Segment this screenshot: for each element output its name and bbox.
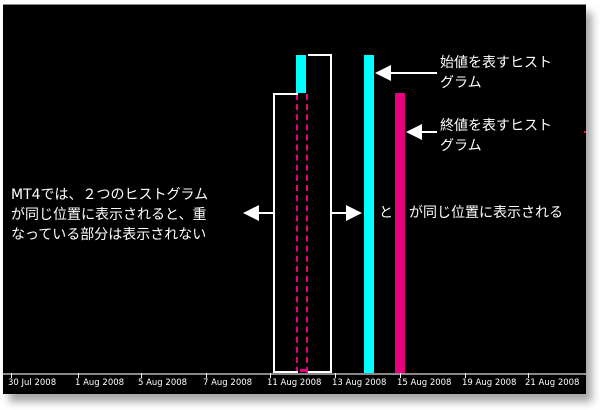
overlap-cyan-bar — [296, 55, 306, 93]
left-note: MT4では、２つのヒストグラム が同じ位置に表示されると、重 なっている部分は表… — [11, 185, 208, 245]
close-histogram-bar — [395, 93, 405, 373]
marker-dot — [584, 131, 586, 133]
axis-tick — [335, 373, 336, 378]
close-label-line2: グラム — [440, 138, 482, 154]
overlap-magenta-base — [300, 369, 306, 372]
close-label-line1: 終値を表すヒスト — [440, 118, 552, 134]
axis-tick — [78, 373, 79, 378]
left-note-line1: MT4では、２つのヒストグラム — [11, 187, 209, 203]
close-label: 終値を表すヒスト グラム — [440, 116, 552, 156]
axis-tick-label: 21 Aug 2008 — [525, 378, 580, 388]
axis-tick — [465, 373, 466, 378]
axis-tick — [400, 373, 401, 378]
middle-to-text: と — [379, 205, 393, 221]
axis-tick-label: 15 Aug 2008 — [397, 378, 452, 388]
hidden-magenta-right-edge — [306, 94, 308, 373]
axis-tick-label: 1 Aug 2008 — [75, 378, 125, 388]
middle-rest-text: が同じ位置に表示される — [409, 205, 563, 221]
arrow-left-icon — [243, 205, 259, 221]
open-histogram-bar — [364, 55, 374, 373]
axis-tick — [11, 373, 12, 378]
arrow-right-icon — [346, 205, 362, 221]
arrow-line — [389, 72, 437, 74]
axis-tick-label: 7 Aug 2008 — [203, 378, 253, 388]
chart-frame: 始値を表すヒスト グラム 終値を表すヒスト グラム MT4では、２つのヒストグラ… — [3, 4, 586, 394]
left-bracket — [273, 93, 298, 373]
axis-tick-label: 30 Jul 2008 — [8, 378, 57, 388]
left-note-line2: が同じ位置に表示されると、重 — [11, 207, 207, 223]
axis-tick — [528, 373, 529, 378]
right-bracket — [308, 54, 332, 373]
axis-tick-label: 5 Aug 2008 — [138, 378, 188, 388]
axis-tick-label: 19 Aug 2008 — [462, 378, 517, 388]
plot-area: 始値を表すヒスト グラム 終値を表すヒスト グラム MT4では、２つのヒストグラ… — [3, 5, 586, 373]
arrow-line — [257, 212, 273, 214]
arrow-line — [420, 131, 437, 133]
open-label-line2: グラム — [440, 75, 482, 91]
arrow-line — [332, 212, 348, 214]
axis-tick-label: 11 Aug 2008 — [267, 378, 322, 388]
open-label: 始値を表すヒスト グラム — [440, 53, 552, 93]
axis-tick — [141, 373, 142, 378]
arrow-left-icon — [406, 124, 422, 140]
x-axis: 30 Jul 2008 1 Aug 2008 5 Aug 2008 7 Aug 200… — [3, 373, 586, 396]
axis-tick-label: 13 Aug 2008 — [332, 378, 387, 388]
axis-tick — [206, 373, 207, 378]
hidden-magenta-left-edge — [296, 94, 298, 373]
axis-tick — [270, 373, 271, 378]
arrow-left-icon — [375, 65, 391, 81]
left-note-line3: なっている部分は表示されない — [11, 227, 207, 243]
open-label-line1: 始値を表すヒスト — [440, 55, 552, 71]
